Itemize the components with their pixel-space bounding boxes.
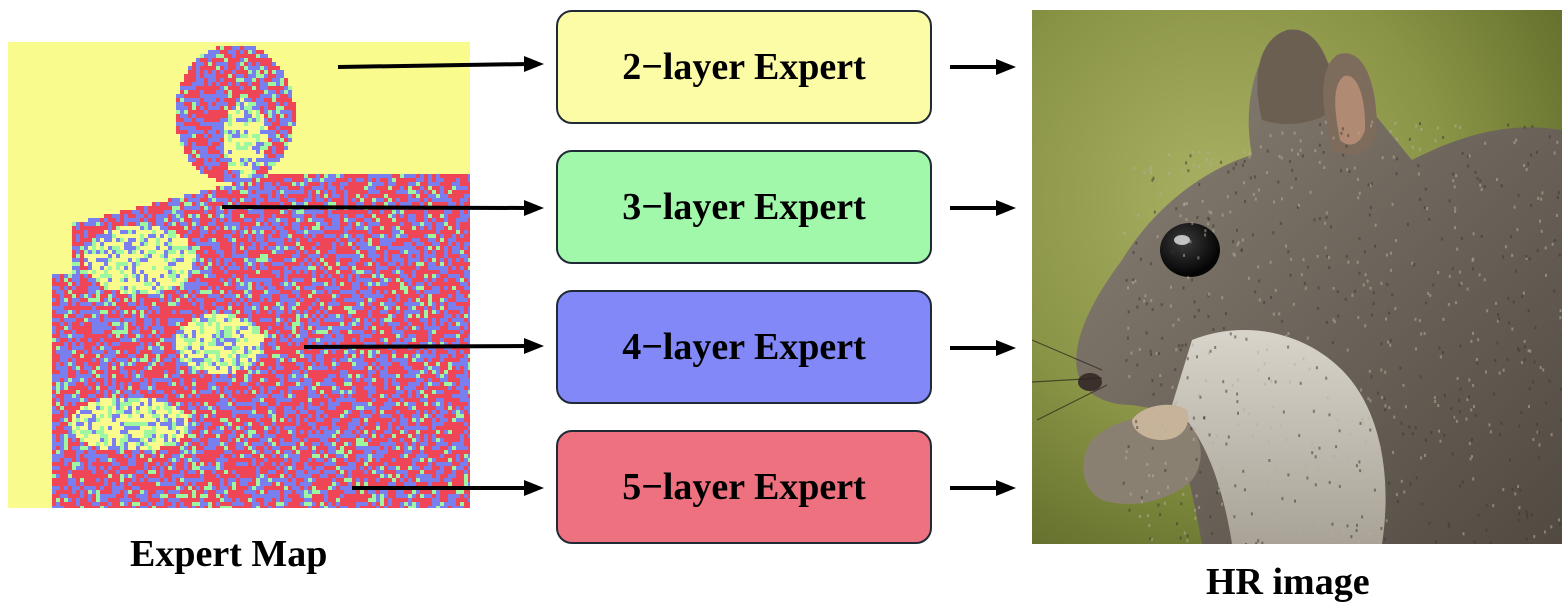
nut <box>1132 404 1189 440</box>
arrowhead-4-layer-in <box>524 338 544 354</box>
hr-image-caption: HR image <box>1206 561 1370 603</box>
fur-texture <box>1122 120 1562 544</box>
arrow-map-to-2-layer <box>337 62 529 69</box>
eye-highlight <box>1174 235 1190 245</box>
expert-box-2-layer: 2−layer Expert <box>556 10 932 124</box>
squirrel-ear-back <box>1257 29 1337 125</box>
arrowhead-2-layer-in <box>524 56 544 72</box>
expert-map-graphic <box>8 42 470 508</box>
squirrel-photo-illustration <box>1032 10 1562 544</box>
arrowhead-5-layer-out <box>996 480 1016 496</box>
arrowhead-2-layer-out <box>996 59 1016 75</box>
arrowhead-5-layer-in <box>524 480 544 496</box>
squirrel-belly <box>1172 330 1386 544</box>
whiskers <box>1032 339 1108 421</box>
expert-box-3-layer: 3−layer Expert <box>556 150 932 264</box>
expert-box-4-layer: 4−layer Expert <box>556 290 932 404</box>
squirrel-nose <box>1078 373 1102 391</box>
hr-image <box>1032 10 1562 544</box>
squirrel-eye <box>1160 223 1220 277</box>
arrow-map-to-4-layer <box>303 344 529 349</box>
arrowhead-3-layer-out <box>996 200 1016 216</box>
expert-box-5-layer: 5−layer Expert <box>556 430 932 544</box>
expert-map-image <box>8 42 470 508</box>
arrow-map-to-3-layer <box>221 205 529 210</box>
expert-map-caption: Expert Map <box>130 533 328 575</box>
expert-map-pixels <box>52 46 470 508</box>
arrowhead-4-layer-out <box>996 340 1016 356</box>
arrowhead-3-layer-in <box>524 200 544 216</box>
